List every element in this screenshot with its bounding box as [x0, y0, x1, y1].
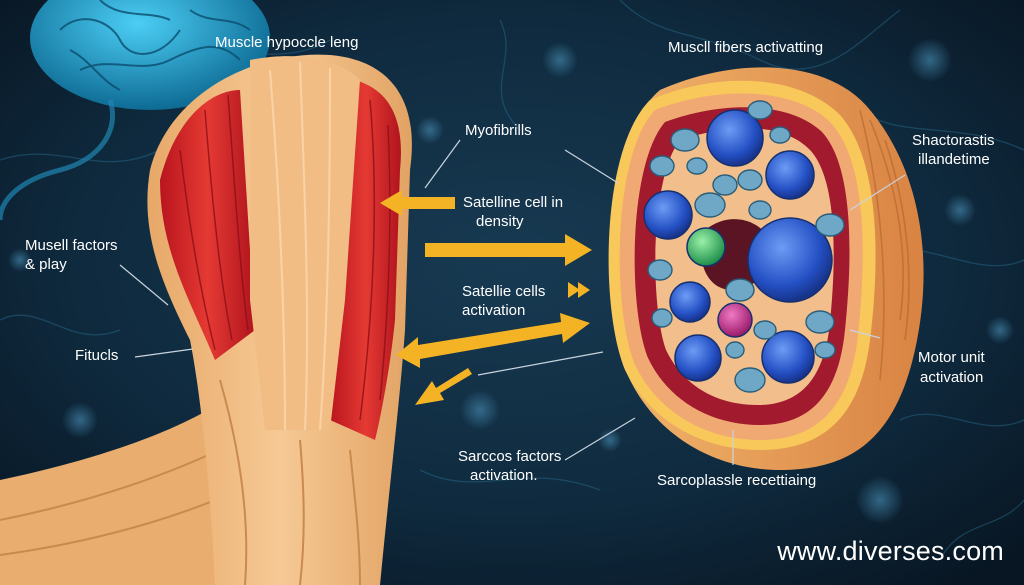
cell-nuclei	[643, 109, 833, 384]
arrow-double-chevron	[568, 282, 590, 298]
muscle-bundle	[0, 54, 412, 585]
bokeh-lights	[8, 38, 1014, 524]
label-sarccos-line1: Sarccos factors	[458, 448, 562, 465]
arrow-down-left	[415, 368, 472, 405]
label-muscle-hypoccle: Muscle hypoccle leng	[215, 34, 359, 51]
label-satelline-line1: Satelline cell in	[463, 194, 564, 211]
label-shactorastis-line1: Shactorastis	[912, 132, 995, 149]
label-myofibrills: Myofibrills	[465, 122, 532, 139]
arrow-double	[396, 313, 590, 368]
label-satellie-line2: activation	[462, 302, 526, 319]
label-muscle-fibers: Muscll fibers activatting	[668, 39, 824, 56]
leader-lines	[119, 139, 906, 465]
arrow-right-1	[425, 234, 592, 266]
muscle-fiber-cross-section	[608, 67, 924, 471]
arrows	[380, 190, 592, 405]
label-sarccos-line2: activation.	[470, 467, 538, 484]
label-musell-line2: & play	[25, 256, 67, 273]
label-musell-line1: Musell factors	[25, 237, 118, 254]
mitochondria	[647, 100, 845, 393]
label-motor-unit-line2: activation	[920, 369, 984, 386]
watermark-url: www.diverses.com	[777, 536, 1004, 566]
label-satellie-line1: Satellie cells	[462, 283, 546, 300]
label-shactorastis-line2: illandetime	[918, 151, 990, 168]
brain-illustration	[0, 0, 270, 221]
arrow-left-1	[380, 190, 455, 216]
label-motor-unit-line1: Motor unit	[918, 349, 985, 366]
label-satelline-line2: density	[476, 213, 524, 230]
label-fitucls: Fitucls	[75, 347, 119, 364]
label-sarcoplassle: Sarcoplassle recettiaing	[657, 472, 817, 489]
